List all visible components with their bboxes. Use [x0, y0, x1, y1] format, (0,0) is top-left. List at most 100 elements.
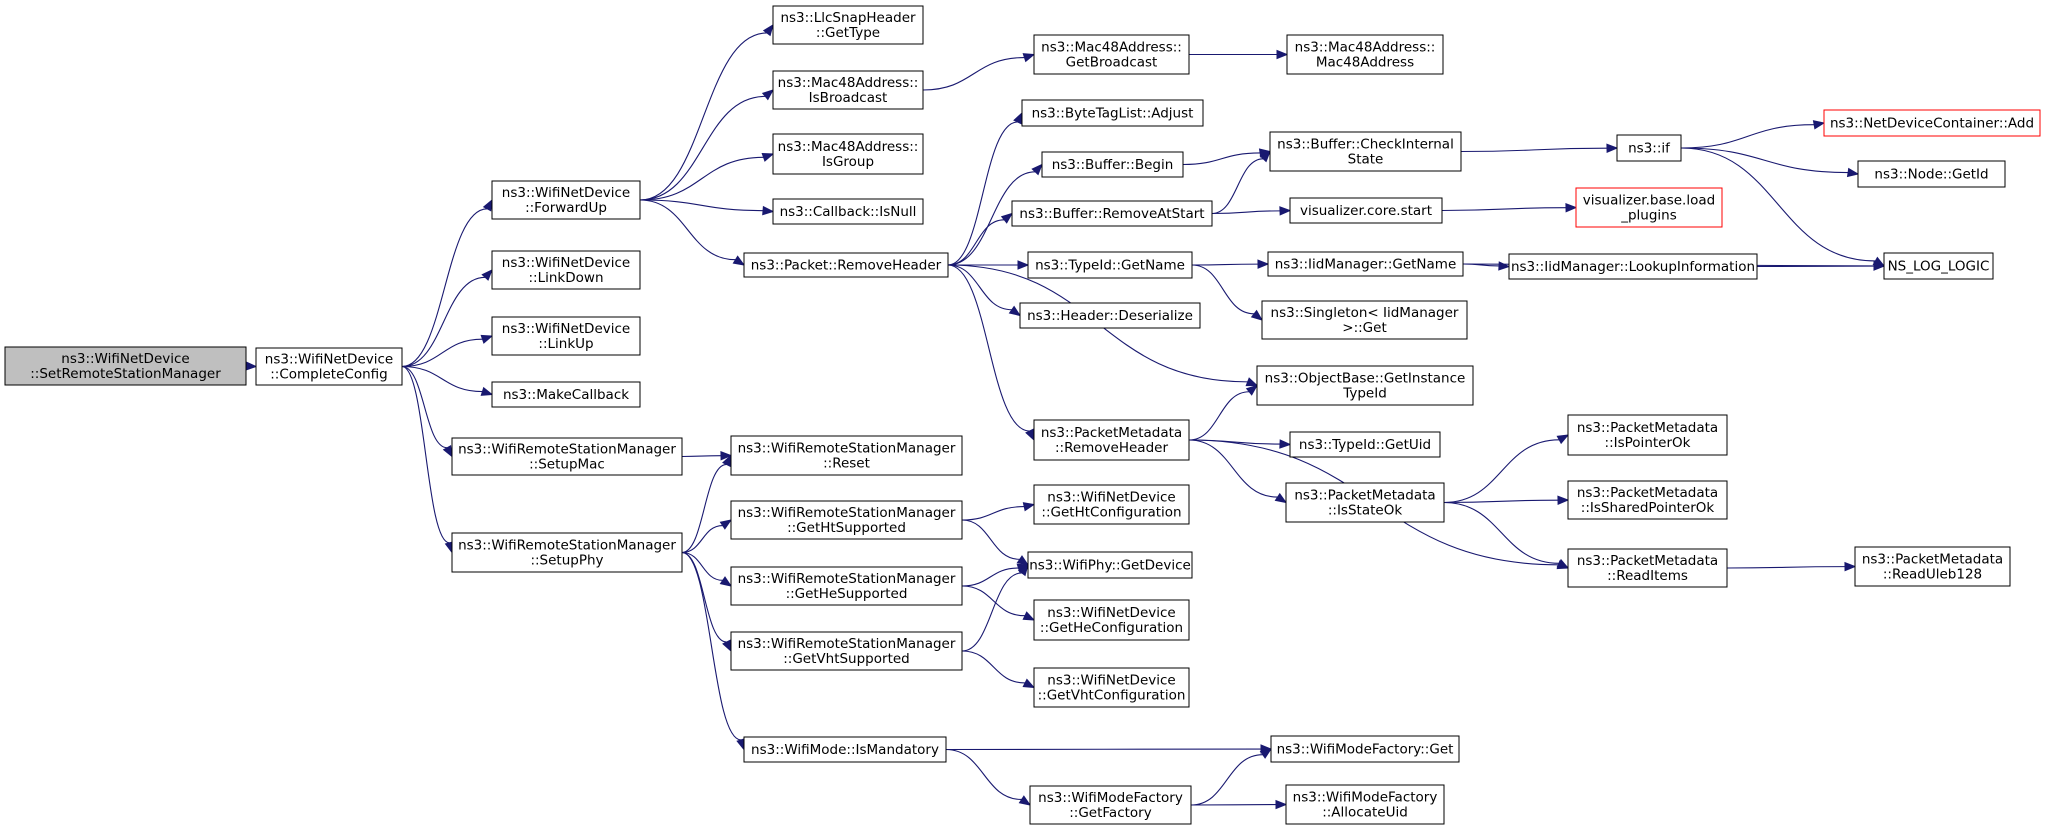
- edge-arrowhead: [1018, 795, 1032, 806]
- node-nodegetid[interactable]: ns3::Node::GetId: [1857, 160, 2006, 188]
- edge-arrowhead: [761, 152, 775, 162]
- edge-completeconfig-to-setupphy: [401, 365, 454, 554]
- node-label-line: ::IsSharedPointerOk: [1581, 500, 1715, 516]
- edge-arrowhead: [1873, 261, 1886, 271]
- node-getvhtsupported[interactable]: ns3::WifiRemoteStationManager::GetVhtSup…: [730, 631, 963, 671]
- node-ndcadd[interactable]: ns3::NetDeviceContainer::Add: [1823, 109, 2041, 137]
- node-label-line: ::SetRemoteStationManager: [30, 366, 221, 382]
- node-label-line: ::RemoveHeader: [1055, 440, 1168, 456]
- node-ispointerok[interactable]: ns3::PacketMetadata::IsPointerOk: [1567, 414, 1728, 456]
- node-label-line: ns3::PacketMetadata: [1862, 552, 2003, 568]
- node-isbroadcast[interactable]: ns3::Mac48Address::IsBroadcast: [772, 70, 924, 110]
- edge-removeheader-to-bytetagadjust: [947, 111, 1023, 266]
- node-issharedpointerok[interactable]: ns3::PacketMetadata::IsSharedPointerOk: [1567, 480, 1728, 520]
- node-ismandatory[interactable]: ns3::WifiMode::IsMandatory: [743, 736, 947, 763]
- edge-forwardup-to-llcgettype: [639, 23, 774, 201]
- node-typeidgetname[interactable]: ns3::TypeId::GetName: [1027, 251, 1193, 279]
- node-setupphy[interactable]: ns3::WifiRemoteStationManager::SetupPhy: [451, 532, 683, 573]
- node-label-line: ns3::TypeId::GetUid: [1299, 437, 1431, 453]
- edge-line: [947, 121, 1018, 266]
- node-box: [730, 500, 963, 540]
- node-label-line: ns3::PacketMetadata: [1577, 485, 1718, 501]
- node-label-line: State: [1348, 152, 1384, 168]
- node-llcgettype[interactable]: ns3::LlcSnapHeader::GetType: [772, 5, 924, 45]
- edge-arrowhead: [1279, 439, 1292, 449]
- node-getbroadcast[interactable]: ns3::Mac48Address::GetBroadcast: [1033, 34, 1190, 75]
- node-linkdown[interactable]: ns3::WifiNetDevice::LinkDown: [491, 250, 641, 290]
- edge-arrowhead: [1846, 167, 1860, 178]
- node-label-line: ns3::WifiRemoteStationManager: [458, 442, 676, 458]
- node-bytetagadjust[interactable]: ns3::ByteTagList::Adjust: [1021, 99, 1204, 127]
- node-pmremoveheader[interactable]: ns3::PacketMetadata::RemoveHeader: [1033, 419, 1190, 461]
- node-removeatstart[interactable]: ns3::Buffer::RemoveAtStart: [1011, 200, 1213, 227]
- node-label-line: IsGroup: [822, 154, 874, 170]
- node-label-line: ns3::Mac48Address::: [778, 75, 919, 91]
- node-singletonget[interactable]: ns3::Singleton< IidManager>::Get: [1261, 300, 1468, 340]
- edge-gethtsupported-to-gethtconfig: [961, 502, 1036, 521]
- edge-arrowhead: [1257, 259, 1270, 269]
- edge-getbroadcast-to-mac48ctor: [1189, 49, 1289, 60]
- node-gethtsupported[interactable]: ns3::WifiRemoteStationManager::GetHtSupp…: [730, 500, 963, 540]
- edge-completeconfig-to-forwardup: [401, 198, 493, 368]
- node-label-line: ns3::Buffer::Begin: [1052, 157, 1174, 173]
- edge-line: [681, 463, 727, 554]
- node-readitems[interactable]: ns3::PacketMetadata::ReadItems: [1567, 548, 1728, 588]
- node-reset[interactable]: ns3::WifiRemoteStationManager::Reset: [730, 435, 963, 476]
- edge-line: [947, 264, 1012, 311]
- node-isstateok[interactable]: ns3::PacketMetadata::IsStateOk: [1285, 482, 1445, 523]
- node-setremote[interactable]: ns3::WifiNetDevice::SetRemoteStationMana…: [4, 346, 247, 386]
- node-box: [772, 70, 924, 110]
- node-mac48ctor[interactable]: ns3::Mac48Address::Mac48Address: [1286, 34, 1444, 75]
- node-removeheader[interactable]: ns3::Packet::RemoveHeader: [743, 252, 949, 278]
- node-nsif[interactable]: ns3::if: [1616, 134, 1682, 162]
- node-getheconfig[interactable]: ns3::WifiNetDevice::GetHeConfiguration: [1033, 599, 1190, 641]
- edge-getvhtsupported-to-phygetdevice: [961, 563, 1029, 652]
- node-getfactory[interactable]: ns3::WifiModeFactory::GetFactory: [1029, 785, 1192, 825]
- node-label-line: ::GetVhtSupported: [783, 651, 909, 667]
- node-phygetdevice[interactable]: ns3::WifiPhy::GetDevice: [1027, 551, 1193, 579]
- edge-line: [639, 156, 764, 201]
- node-getuid[interactable]: ns3::TypeId::GetUid: [1289, 431, 1441, 458]
- node-label-line: ::GetHeConfiguration: [1040, 620, 1183, 636]
- edge-readitems-to-readuleb128: [1726, 561, 1857, 572]
- node-box: [1616, 134, 1682, 162]
- node-forwardup[interactable]: ns3::WifiNetDevice::ForwardUp: [491, 180, 641, 220]
- edge-pmremoveheader-to-isstateok: [1188, 439, 1288, 504]
- node-vizstart[interactable]: visualizer.core.start: [1289, 197, 1443, 224]
- node-bufferbegin[interactable]: ns3::Buffer::Begin: [1041, 151, 1184, 178]
- edge-line: [1726, 566, 1846, 569]
- node-label-line: ns3::Packet::RemoveHeader: [751, 258, 942, 274]
- edge-line: [681, 551, 742, 741]
- node-readuleb128[interactable]: ns3::PacketMetadata::ReadUleb128: [1854, 546, 2011, 587]
- node-gethtconfig[interactable]: ns3::WifiNetDevice::GetHtConfiguration: [1033, 484, 1190, 525]
- edge-forwardup-to-removeheader: [639, 199, 746, 266]
- edge-arrowhead: [761, 89, 775, 101]
- edge-line: [1191, 264, 1255, 315]
- node-lookupinfo[interactable]: ns3::IidManager::LookupInformation: [1508, 253, 1758, 280]
- node-linkup[interactable]: ns3::WifiNetDevice::LinkUp: [491, 316, 641, 356]
- node-isgroup[interactable]: ns3::Mac48Address::IsGroup: [772, 133, 924, 175]
- node-label-line: TypeId: [1342, 386, 1387, 402]
- node-label-line: ::CompleteConfig: [270, 367, 387, 383]
- node-completeconfig[interactable]: ns3::WifiNetDevice::CompleteConfig: [255, 347, 403, 386]
- node-gethesupported[interactable]: ns3::WifiRemoteStationManager::GetHeSupp…: [730, 566, 963, 606]
- node-allocateuid[interactable]: ns3::WifiModeFactory::AllocateUid: [1285, 784, 1445, 825]
- node-getvhtconfig[interactable]: ns3::WifiNetDevice::GetVhtConfiguration: [1033, 667, 1190, 708]
- node-loadplugins[interactable]: visualizer.base.load_plugins: [1575, 187, 1723, 228]
- node-isnull[interactable]: ns3::Callback::IsNull: [772, 198, 924, 225]
- node-nslog[interactable]: NS_LOG_LOGIC: [1883, 252, 1994, 280]
- node-iidgetname[interactable]: ns3::IidManager::GetName: [1267, 251, 1464, 277]
- edge-arrowhead: [1022, 678, 1036, 689]
- node-headerdeserialize[interactable]: ns3::Header::Deserialize: [1019, 302, 1201, 329]
- edge-line: [639, 199, 736, 261]
- node-makecallback[interactable]: ns3::MakeCallback: [491, 381, 641, 408]
- node-label-line: ::GetVhtConfiguration: [1038, 688, 1186, 704]
- edge-line: [639, 199, 764, 212]
- node-setupmac[interactable]: ns3::WifiRemoteStationManager::SetupMac: [451, 437, 683, 476]
- node-label-line: visualizer.base.load: [1583, 193, 1715, 209]
- node-box: [772, 198, 924, 225]
- node-modefactoryget[interactable]: ns3::WifiModeFactory::Get: [1270, 735, 1460, 763]
